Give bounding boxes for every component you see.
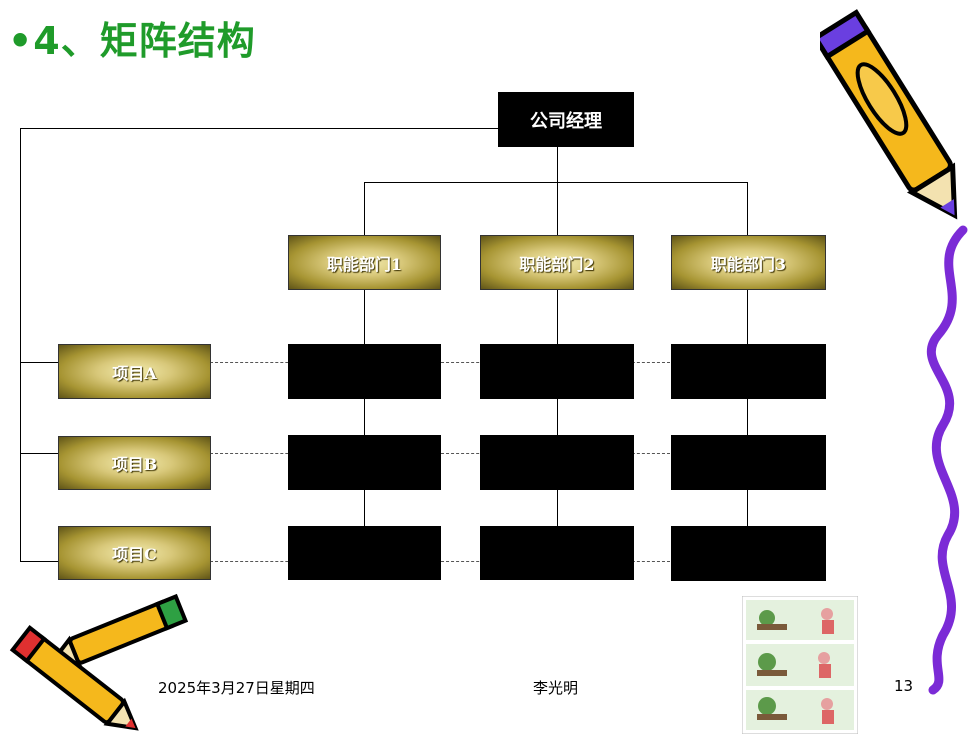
- connector: [557, 146, 558, 182]
- matrix-cell: [671, 435, 826, 490]
- connector: [20, 128, 498, 129]
- connector: [747, 182, 748, 235]
- connector: [557, 182, 558, 235]
- crossed-pencils-icon: [9, 593, 189, 731]
- ceo-box: 公司经理: [498, 92, 634, 147]
- connector: [20, 561, 58, 562]
- project-box-c: 项目C: [58, 526, 211, 580]
- connector: [364, 182, 365, 235]
- footer-author: 李光明: [533, 679, 579, 697]
- connector: [20, 128, 21, 562]
- comic-strip-image: [742, 596, 858, 734]
- connector: [20, 362, 58, 363]
- connector: [557, 290, 558, 526]
- footer-date: 2025年3月27日星期四: [158, 679, 315, 697]
- matrix-cell: [480, 526, 634, 580]
- pencil-icon: [820, 9, 958, 220]
- connector: [364, 290, 365, 526]
- connector: [364, 182, 747, 183]
- ribbon-decoration: [927, 225, 968, 695]
- matrix-cell: [671, 526, 826, 581]
- connector: [747, 290, 748, 526]
- matrix-cell: [480, 435, 634, 490]
- department-box-1: 职能部门1: [288, 235, 441, 290]
- slide-title: •4、矩阵结构: [8, 19, 256, 63]
- project-box-a: 项目A: [58, 344, 211, 399]
- matrix-cell: [480, 344, 634, 399]
- matrix-cell: [288, 526, 441, 580]
- page-number: 13: [894, 677, 914, 695]
- department-box-3: 职能部门3: [671, 235, 826, 290]
- department-box-2: 职能部门2: [480, 235, 634, 290]
- connector: [20, 453, 58, 454]
- matrix-cell: [288, 435, 441, 490]
- project-box-b: 项目B: [58, 436, 211, 490]
- matrix-cell: [671, 344, 826, 399]
- matrix-cell: [288, 344, 441, 399]
